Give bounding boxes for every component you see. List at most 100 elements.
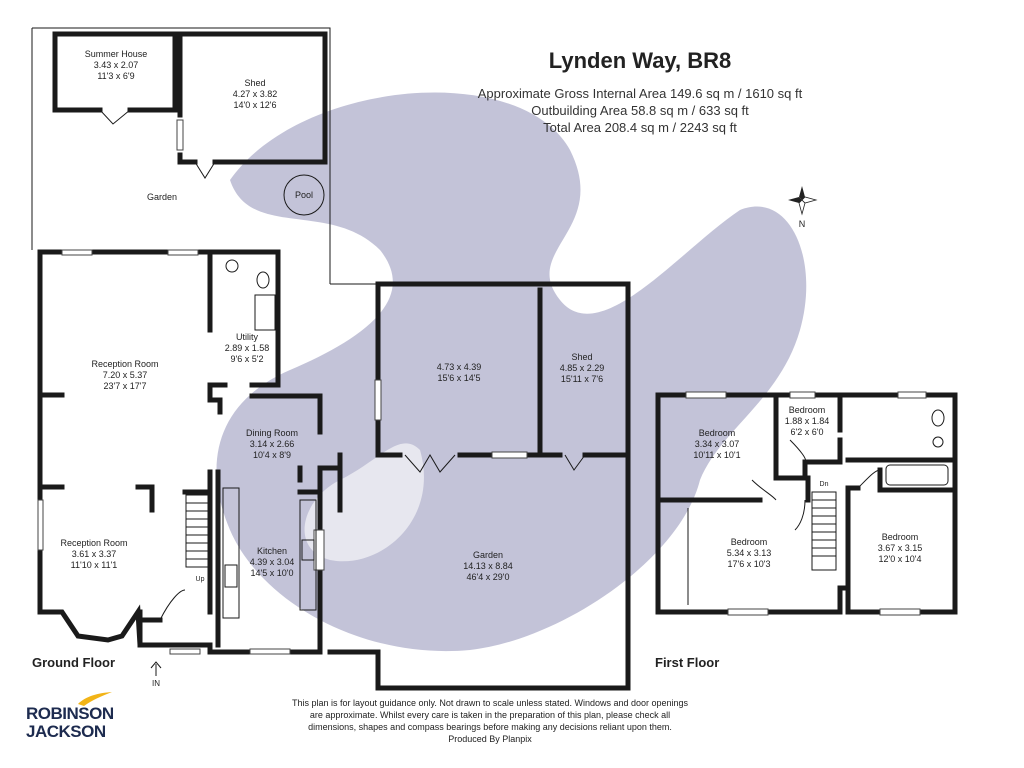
room-dim-m: 4.39 x 3.04 [250, 557, 295, 567]
page-title: Lynden Way, BR8 [548, 48, 732, 73]
stairs-enclosure [182, 393, 323, 615]
disclaimer: This plan is for layout guidance only. N… [270, 697, 710, 745]
ff-window-1 [685, 391, 727, 399]
shed-window [176, 119, 184, 151]
outbuilding-walls [375, 281, 631, 458]
garden-boundary [31, 27, 378, 285]
room-dim-m: 14.13 x 8.84 [463, 561, 513, 571]
rear-garden-boundary [327, 452, 631, 691]
porch-window [169, 648, 201, 655]
bathtub [885, 464, 949, 486]
stairs-first [811, 491, 837, 571]
ground-floor-outer-walls [37, 249, 343, 655]
front-door [159, 589, 186, 621]
total-area: Total Area 208.4 sq m / 2243 sq ft [543, 120, 737, 135]
ground-floor-label: Ground Floor [32, 655, 115, 670]
room-dim-ft: 15'6 x 14'5 [438, 373, 481, 383]
porch-walls [137, 609, 163, 648]
room-dim-ft: 23'7 x 17'7 [104, 381, 147, 391]
kitchen-walls [215, 465, 323, 648]
room-dim-ft: 9'6 x 5'2 [231, 354, 264, 364]
room-name: Dining Room [246, 428, 298, 438]
reception-side-fill [37, 499, 44, 551]
ff-toilet [931, 409, 945, 427]
kitchen-counter-left [222, 487, 240, 619]
room-dim-ft: 12'0 x 10'4 [879, 554, 922, 564]
ff-window-5 [879, 608, 921, 616]
room-name: Bedroom [731, 537, 768, 547]
room-dim-m: 3.61 x 3.37 [72, 549, 117, 559]
stairs-up-label: Up [196, 576, 205, 583]
room-name: Bedroom [789, 405, 826, 415]
room-dim-ft: 15'11 x 7'6 [561, 374, 603, 384]
room-dim-ft: 6'2 x 6'0 [791, 427, 824, 437]
room-dim-ft: 10'11 x 10'1 [693, 450, 740, 460]
room-dim-ft: 17'6 x 10'3 [728, 559, 771, 569]
room-dim-m: 3.67 x 3.15 [878, 543, 923, 553]
logo-line-1: ROBINSON [26, 704, 114, 723]
room-name: Kitchen [257, 546, 287, 556]
disclaimer-line: dimensions, shapes and compass bearings … [308, 722, 672, 732]
summer-house-door [99, 109, 131, 125]
room-dim-m: 7.20 x 5.37 [103, 370, 148, 380]
room-dim-m: 3.43 x 2.07 [94, 60, 139, 70]
robinson-jackson-logo: ROBINSON JACKSON [26, 692, 136, 750]
compass-icon [788, 186, 818, 216]
reception-inner-wall [37, 392, 155, 513]
room-dim-ft: 14'0 x 12'6 [234, 100, 277, 110]
first-floor-label: First Floor [655, 655, 719, 670]
room-dim-m: 5.34 x 3.13 [727, 548, 772, 558]
stairs-down-label: Dn [820, 481, 829, 488]
room-name: Bedroom [882, 532, 919, 542]
ff-window-4 [727, 608, 769, 616]
reception-window-top-2 [167, 249, 199, 256]
compass-label: N [799, 219, 806, 229]
pool-circle [283, 174, 325, 216]
disclaimer-line: are approximate. Whilst every care is ta… [309, 710, 671, 720]
room-dim-m: 2.89 x 1.58 [225, 343, 270, 353]
room-dim-ft: 11'10 x 11'1 [71, 560, 118, 570]
room-dim-ft: 10'4 x 8'9 [253, 450, 291, 460]
stairs-ground [185, 494, 209, 568]
hob [224, 564, 238, 588]
kitchen-counter-right [299, 499, 317, 611]
ff-door-arcs [751, 439, 881, 531]
room-dim-m: 4.85 x 2.29 [560, 363, 605, 373]
ff-inner-walls [655, 392, 958, 615]
ff-window-2 [789, 391, 816, 399]
pool-label: Pool [295, 190, 313, 200]
kitchen-sink [301, 539, 315, 561]
room-name: Reception Room [60, 538, 127, 548]
room-name: Shed [244, 78, 265, 88]
outbuilding-window-left [374, 379, 382, 421]
room-name: Summer House [85, 49, 148, 59]
room-dim-ft: 46'4 x 29'0 [467, 572, 510, 582]
utility-counter [254, 294, 276, 331]
ff-basin [932, 436, 944, 448]
gross-internal-area: Approximate Gross Internal Area 149.6 sq… [477, 86, 803, 101]
disclaimer-line: This plan is for layout guidance only. N… [291, 698, 689, 708]
shed-walls [177, 31, 328, 165]
entrance-label: IN [152, 679, 160, 688]
shed-door [194, 161, 216, 179]
outbuilding-doors [404, 454, 586, 473]
logo-swoosh-icon [78, 692, 112, 706]
room-name: Shed [571, 352, 592, 362]
room-dim-m: 4.73 x 4.39 [437, 362, 482, 372]
outbuilding-area: Outbuilding Area 58.8 sq m / 633 sq ft [531, 103, 749, 118]
outbuilding-window-bottom [491, 451, 528, 459]
room-dim-ft: 14'5 x 10'0 [251, 568, 294, 578]
room-name: Utility [236, 332, 258, 342]
room-dim-m: 4.27 x 3.82 [233, 89, 278, 99]
entrance-arrow [150, 661, 162, 676]
room-dim-ft: 11'3 x 6'9 [97, 71, 134, 81]
utility-toilet [256, 271, 270, 289]
room-dim-m: 1.88 x 1.84 [785, 416, 830, 426]
logo-line-2: JACKSON [26, 722, 106, 741]
room-dim-m: 3.14 x 2.66 [250, 439, 295, 449]
room-name: Reception Room [91, 359, 158, 369]
kitchen-window-bottom [249, 648, 291, 655]
ff-window-3 [897, 391, 927, 399]
room-dim-m: 3.34 x 3.07 [695, 439, 740, 449]
